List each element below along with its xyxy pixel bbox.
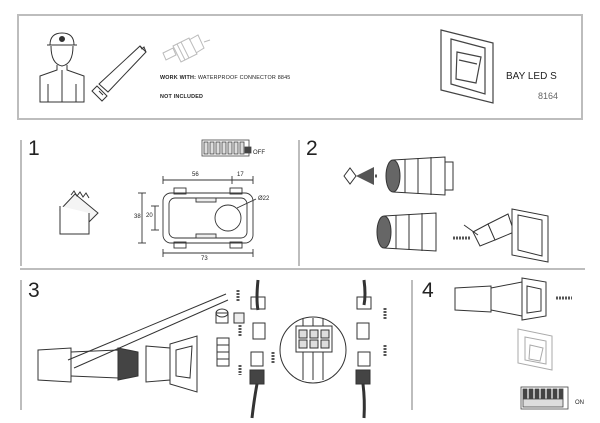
step-number-2: 2	[306, 137, 318, 160]
step-number-1: 1	[28, 137, 40, 160]
product-code: 8164	[538, 91, 559, 101]
step4-insert-fixture-drawing	[454, 277, 572, 321]
dimension-hole-diameter: Ø22	[258, 196, 270, 202]
terminal-detail-magnifier	[279, 316, 347, 384]
divider-step3-left	[20, 280, 22, 410]
wall-cut-icon	[59, 190, 99, 235]
dimension-width-top: 56	[192, 172, 199, 178]
step-number-4: 4	[422, 279, 434, 302]
work-with-value: WATERPROOF CONNECTOR 8845	[197, 75, 291, 81]
work-with-label: WORK WITH:	[160, 75, 197, 81]
step-number-3: 3	[28, 279, 40, 302]
dip-switch-off-icon	[201, 139, 252, 157]
dimension-width-total: 73	[201, 256, 208, 262]
dimension-height-inner: 20	[146, 213, 153, 219]
hand-saw-icon	[91, 45, 147, 102]
product-thumbnail-icon	[440, 29, 494, 104]
step4-installed-fixture-icon	[517, 328, 553, 371]
switch-on-label: ON	[575, 400, 584, 406]
work-with-note: WORK WITH: WATERPROOF CONNECTOR 8845	[160, 75, 291, 81]
divider-horizontal	[20, 268, 585, 270]
step3-connector-sequence-drawing	[215, 279, 387, 419]
divider-step1-left	[20, 140, 22, 266]
divider-step1-step2	[298, 140, 300, 266]
divider-step3-step4	[411, 280, 413, 410]
product-name: BAY LED S	[506, 71, 557, 82]
dimension-offset-top: 17	[237, 172, 244, 178]
step2-remove-cap-drawing	[343, 156, 454, 196]
step2-fixture-assembly-drawing	[376, 208, 549, 263]
dip-switch-on-icon	[520, 386, 569, 410]
header-panel	[17, 14, 583, 120]
not-included-note: NOT INCLUDED	[160, 94, 204, 100]
step3-fixture-wiring-drawing	[37, 293, 229, 393]
installer-person-icon	[39, 32, 85, 103]
mounting-box-drawing	[138, 176, 257, 257]
waterproof-connector-icon	[162, 34, 211, 63]
dimension-height-outer: 38	[134, 214, 141, 220]
switch-off-label: OFF	[253, 150, 265, 156]
